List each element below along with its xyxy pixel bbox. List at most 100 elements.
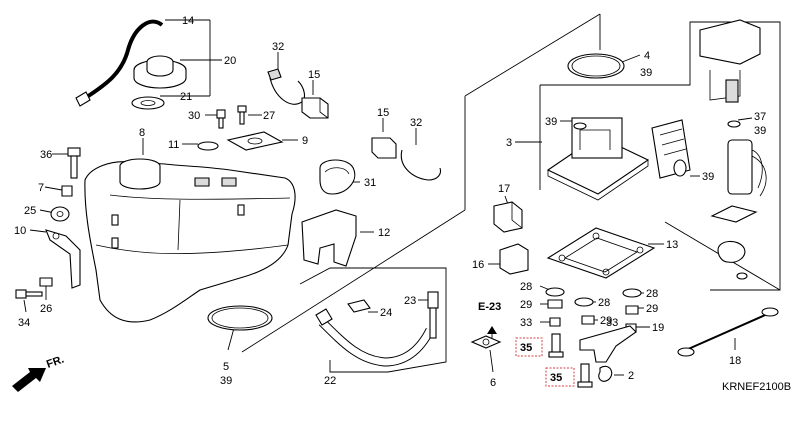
grommet-part-25 xyxy=(50,206,70,222)
bolt-part-35b xyxy=(577,363,593,388)
callout-10: 10 xyxy=(14,225,26,237)
rubber-part-15b xyxy=(371,137,397,159)
strap-part-18 xyxy=(677,307,779,357)
callout-8: 8 xyxy=(139,127,145,139)
o-ring-part-4 xyxy=(567,53,625,79)
band-part-31 xyxy=(319,159,356,195)
nut-part-29b xyxy=(581,315,595,325)
callout-15a: 15 xyxy=(308,69,320,81)
fuel-cap-part-20 xyxy=(133,55,187,89)
bracket-part-19 xyxy=(579,325,637,363)
callout-18: 18 xyxy=(729,355,741,367)
joint-part-23 xyxy=(427,291,439,339)
callout-28c: 28 xyxy=(646,288,658,300)
highlight-box-35b xyxy=(545,367,575,387)
bolt-part-36 xyxy=(67,147,81,179)
callout-5: 5 xyxy=(223,361,229,373)
callout-9: 9 xyxy=(302,135,308,147)
clip-part-24 xyxy=(347,299,371,313)
callout-11: 11 xyxy=(168,139,179,151)
highlight-box-35a xyxy=(515,337,543,357)
rubber-part-16 xyxy=(499,243,529,275)
clamp-part-32 xyxy=(269,77,306,105)
callout-34: 34 xyxy=(18,317,30,329)
diagram-code: KRNEF2100B xyxy=(722,381,791,393)
callout-12: 12 xyxy=(378,227,390,239)
fuel-pump-motor xyxy=(727,139,767,197)
callout-32b: 32 xyxy=(410,117,422,129)
callout-7: 7 xyxy=(38,182,44,194)
bracket-part-6 xyxy=(470,335,502,349)
breather-tube-part-14 xyxy=(78,19,164,104)
callout-labels: 14 20 21 32 15 30 27 11 9 8 36 7 25 10 2… xyxy=(14,15,791,393)
callout-2: 2 xyxy=(628,370,634,382)
o-ring-part-37 xyxy=(727,120,741,128)
callout-27: 27 xyxy=(263,110,275,122)
callout-29c: 29 xyxy=(646,303,658,315)
callout-39d: 39 xyxy=(754,125,766,137)
reference-e23: E-23 xyxy=(478,301,501,313)
callout-39b: 39 xyxy=(640,67,652,79)
nut-part-29c xyxy=(625,305,639,315)
callout-29b: 29 xyxy=(600,315,612,327)
front-label: FR. xyxy=(45,353,66,370)
callout-17: 17 xyxy=(498,183,510,195)
washer-part-28c xyxy=(622,288,642,298)
bolt-part-27 xyxy=(237,105,247,125)
bracket-part-10 xyxy=(45,229,81,289)
rubber-part-17 xyxy=(493,201,523,233)
o-ring-part-5 xyxy=(207,305,273,331)
callout-39c: 39 xyxy=(545,116,557,128)
grommet-part-11 xyxy=(197,141,219,151)
gasket-part-13 xyxy=(546,227,656,279)
callout-15b: 15 xyxy=(377,107,389,119)
callout-14: 14 xyxy=(182,15,194,27)
fuel-tank-part-8 xyxy=(84,158,296,323)
callout-22: 22 xyxy=(324,375,336,387)
collar-part-7 xyxy=(61,185,73,197)
callout-37: 37 xyxy=(754,111,766,123)
plate-part-9 xyxy=(226,131,284,151)
parts-drawings xyxy=(15,19,779,388)
washer-part-28a xyxy=(545,287,565,297)
bolt-part-30 xyxy=(216,109,226,129)
callout-24: 24 xyxy=(380,307,392,319)
callout-19: 19 xyxy=(652,322,664,334)
pump-connector-module xyxy=(699,19,761,103)
callout-26: 26 xyxy=(40,303,52,315)
callout-39e: 39 xyxy=(702,171,714,183)
callout-30: 30 xyxy=(188,110,200,122)
callout-31: 31 xyxy=(364,177,376,189)
callout-6: 6 xyxy=(490,377,496,389)
callout-20: 20 xyxy=(224,55,236,67)
callout-23: 23 xyxy=(404,295,416,307)
cap-gasket-part-21 xyxy=(131,96,165,110)
callout-33b: 33 xyxy=(606,317,618,329)
reference-arrow xyxy=(487,326,497,334)
callout-35b: 35 xyxy=(550,372,562,384)
callout-32a: 32 xyxy=(272,41,284,53)
callout-21: 21 xyxy=(180,91,192,103)
callout-36: 36 xyxy=(40,149,52,161)
sender-unit xyxy=(710,205,758,280)
bolt-part-34 xyxy=(15,289,43,299)
clip-part-2 xyxy=(598,365,613,382)
callout-39a: 39 xyxy=(220,375,232,387)
washer-part-28b xyxy=(574,297,594,307)
callout-35a: 35 xyxy=(520,342,532,354)
callout-13: 13 xyxy=(666,239,678,251)
nut-part-26 xyxy=(39,277,53,287)
callout-4: 4 xyxy=(644,50,650,62)
clamp-part-32b xyxy=(400,149,442,181)
filter-screen xyxy=(651,119,691,179)
callout-28b: 28 xyxy=(598,297,610,309)
callout-3: 3 xyxy=(506,137,512,149)
callout-33a: 33 xyxy=(520,317,532,329)
nut-part-29a xyxy=(547,299,563,309)
callout-16: 16 xyxy=(472,259,484,271)
nut-part-33a xyxy=(549,317,561,327)
callout-29a: 29 xyxy=(520,299,532,311)
rubber-mount-part-12 xyxy=(301,209,357,267)
fuel-pump-base-part-3 xyxy=(546,117,650,201)
